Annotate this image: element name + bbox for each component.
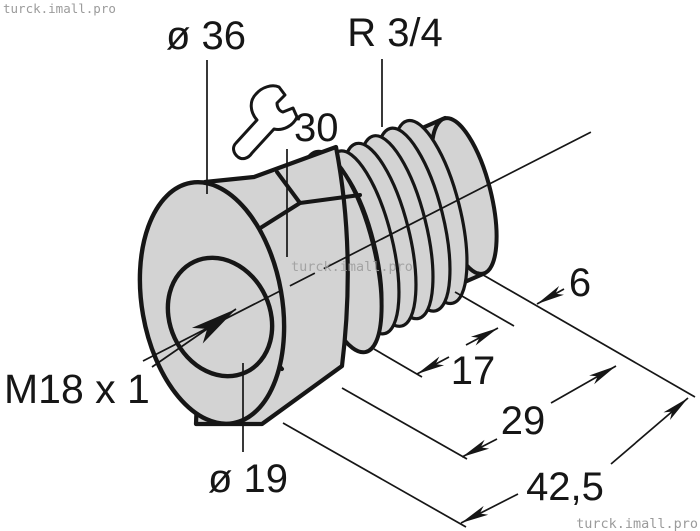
extension-line-hex-rear (341, 387, 468, 460)
bore-diameter-label: ø 19 (208, 457, 288, 501)
front-diameter-label: ø 36 (166, 14, 246, 58)
watermark-bottom-right: turck.imall.pro (576, 516, 698, 531)
dim-29-label: 29 (501, 399, 546, 443)
dim-29-arrow-right (550, 365, 617, 404)
internal-thread-label: M18 x 1 (4, 366, 150, 412)
hex-flat-edge (298, 193, 362, 205)
wrench-icon (232, 84, 299, 161)
dim-425-arrow-left (460, 493, 519, 524)
extension-line-front (282, 422, 467, 528)
extension-line-thread-start (373, 348, 423, 378)
dim-29-arrow-left (461, 438, 498, 458)
wrench-size-label: 30 (294, 106, 339, 150)
extension-line-thread-end (454, 291, 515, 327)
internal-thread-leader-arrow (151, 308, 237, 368)
dim-6-label: 6 (569, 261, 591, 305)
dim-425-label: 42,5 (526, 465, 604, 509)
watermark-top-left: turck.imall.pro (3, 1, 116, 16)
extension-line-tip (477, 271, 696, 398)
dim-425-arrow-right (610, 397, 689, 465)
watermarks: turck.imall.pro turck.imall.pro turck.im… (3, 1, 698, 531)
dim-17-arrow-left (416, 356, 450, 375)
dim-6-arrow-right (536, 286, 565, 305)
part-body (137, 116, 499, 427)
dim-17-label: 17 (451, 349, 496, 393)
labels: ø 36 R 3/4 30 M18 x 1 ø 19 6 17 29 42,5 (4, 11, 604, 509)
watermark-center: turck.imall.pro (291, 259, 413, 275)
external-thread-label: R 3/4 (347, 11, 443, 55)
dim-17-arrow-right (465, 327, 499, 346)
